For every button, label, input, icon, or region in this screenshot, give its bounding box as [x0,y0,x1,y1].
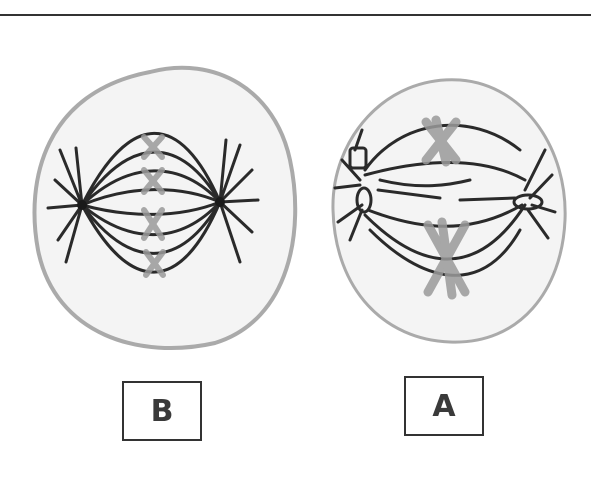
cell-b-right-centrosome [215,197,225,207]
cell-b-label-box: B [122,381,202,441]
cell-b-left-centrosome [77,200,87,210]
cell-b-label: B [151,394,174,429]
cell-a-label: A [432,389,455,424]
cell-a-label-box: A [404,376,484,436]
cell-b-membrane [34,68,295,348]
cell-a [333,80,565,342]
cell-b [34,68,295,348]
